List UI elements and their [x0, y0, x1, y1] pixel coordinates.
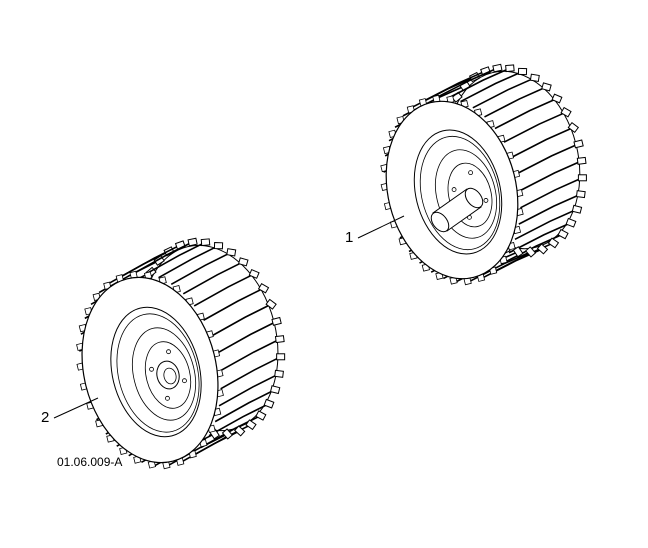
tread-block	[200, 238, 211, 247]
tread-block	[255, 410, 267, 421]
tread-lug	[220, 356, 282, 390]
tread-block	[237, 257, 249, 267]
leader-line-1	[357, 215, 405, 239]
bolt-hole	[182, 378, 187, 384]
bolt-hole	[468, 170, 473, 176]
axle-end	[430, 211, 450, 233]
tread-block	[505, 64, 515, 73]
tread-lug	[193, 273, 255, 307]
tread-lug	[119, 244, 181, 278]
tread-lug	[447, 67, 511, 99]
tread-lug	[484, 86, 547, 118]
tread-block	[512, 246, 524, 258]
tread-lug	[423, 70, 486, 102]
tread-block	[560, 106, 572, 118]
tread-block	[221, 428, 233, 440]
tread-block	[565, 217, 577, 228]
tread-block	[263, 398, 275, 409]
tread-lug	[214, 388, 276, 423]
tread-block	[551, 93, 563, 104]
tread-lug	[494, 97, 558, 130]
tread-block	[571, 204, 583, 214]
tread-block	[245, 419, 257, 431]
tread-lug	[145, 241, 206, 275]
tread-block	[567, 121, 580, 133]
tread-lug	[472, 77, 536, 109]
tread-lug	[208, 402, 270, 437]
tread-lug	[514, 208, 578, 240]
tread-block	[248, 268, 260, 279]
tread-lug	[520, 177, 583, 209]
tread-block	[276, 353, 286, 361]
tread-lug	[219, 338, 281, 372]
tread-lug	[182, 261, 244, 295]
tread-lug	[216, 320, 277, 355]
tread-lug	[218, 373, 280, 407]
tread-lug	[508, 222, 572, 254]
tread-lug	[460, 70, 523, 103]
callout-2: 2	[41, 409, 50, 426]
tread-lug	[435, 67, 498, 99]
tread-block	[517, 67, 528, 76]
tread-block	[529, 73, 540, 82]
hub-bore	[163, 367, 177, 385]
tread-block	[576, 156, 587, 165]
tread-lug	[519, 160, 582, 192]
tread-lug	[518, 193, 582, 225]
tread-block	[577, 174, 587, 182]
wheel-2	[76, 237, 286, 470]
tread-lug	[158, 244, 219, 279]
tread-block	[274, 335, 285, 344]
callout-leaders	[53, 215, 405, 419]
tread-block	[536, 243, 549, 255]
tread-block	[269, 385, 281, 395]
tread-block	[573, 139, 584, 149]
tread-block	[557, 228, 569, 240]
tread-block	[187, 237, 198, 247]
tread-block	[213, 242, 224, 250]
callout-1: 1	[345, 229, 354, 246]
bolt-hole	[451, 187, 457, 192]
tread-block	[271, 316, 282, 326]
bolt-hole	[149, 366, 154, 372]
tread-block	[257, 282, 270, 294]
bolt-hole	[166, 349, 171, 355]
tread-block	[547, 237, 560, 249]
bolt-hole	[165, 395, 170, 401]
tread-block	[541, 82, 552, 92]
tread-block	[524, 246, 537, 258]
tread-lug	[203, 287, 264, 321]
wheel-1-with-axle	[380, 63, 587, 286]
tread-lug	[170, 251, 232, 285]
tread-block	[265, 298, 277, 310]
tread-lug	[503, 111, 567, 143]
tread-block	[492, 63, 503, 73]
axle-collar	[464, 187, 484, 209]
bolt-hole	[483, 198, 489, 203]
tread-block	[234, 425, 246, 437]
leader-line-2	[53, 397, 99, 419]
tread-lug	[516, 143, 579, 175]
tread-lug	[210, 303, 272, 337]
tread-block	[226, 248, 237, 257]
tread-block	[274, 369, 284, 378]
drawing-code: 01.06.009-A	[57, 455, 123, 469]
tread-block	[575, 190, 586, 199]
tread-lug	[132, 241, 193, 275]
tread-lug	[500, 233, 564, 265]
tread-lug	[510, 126, 574, 159]
